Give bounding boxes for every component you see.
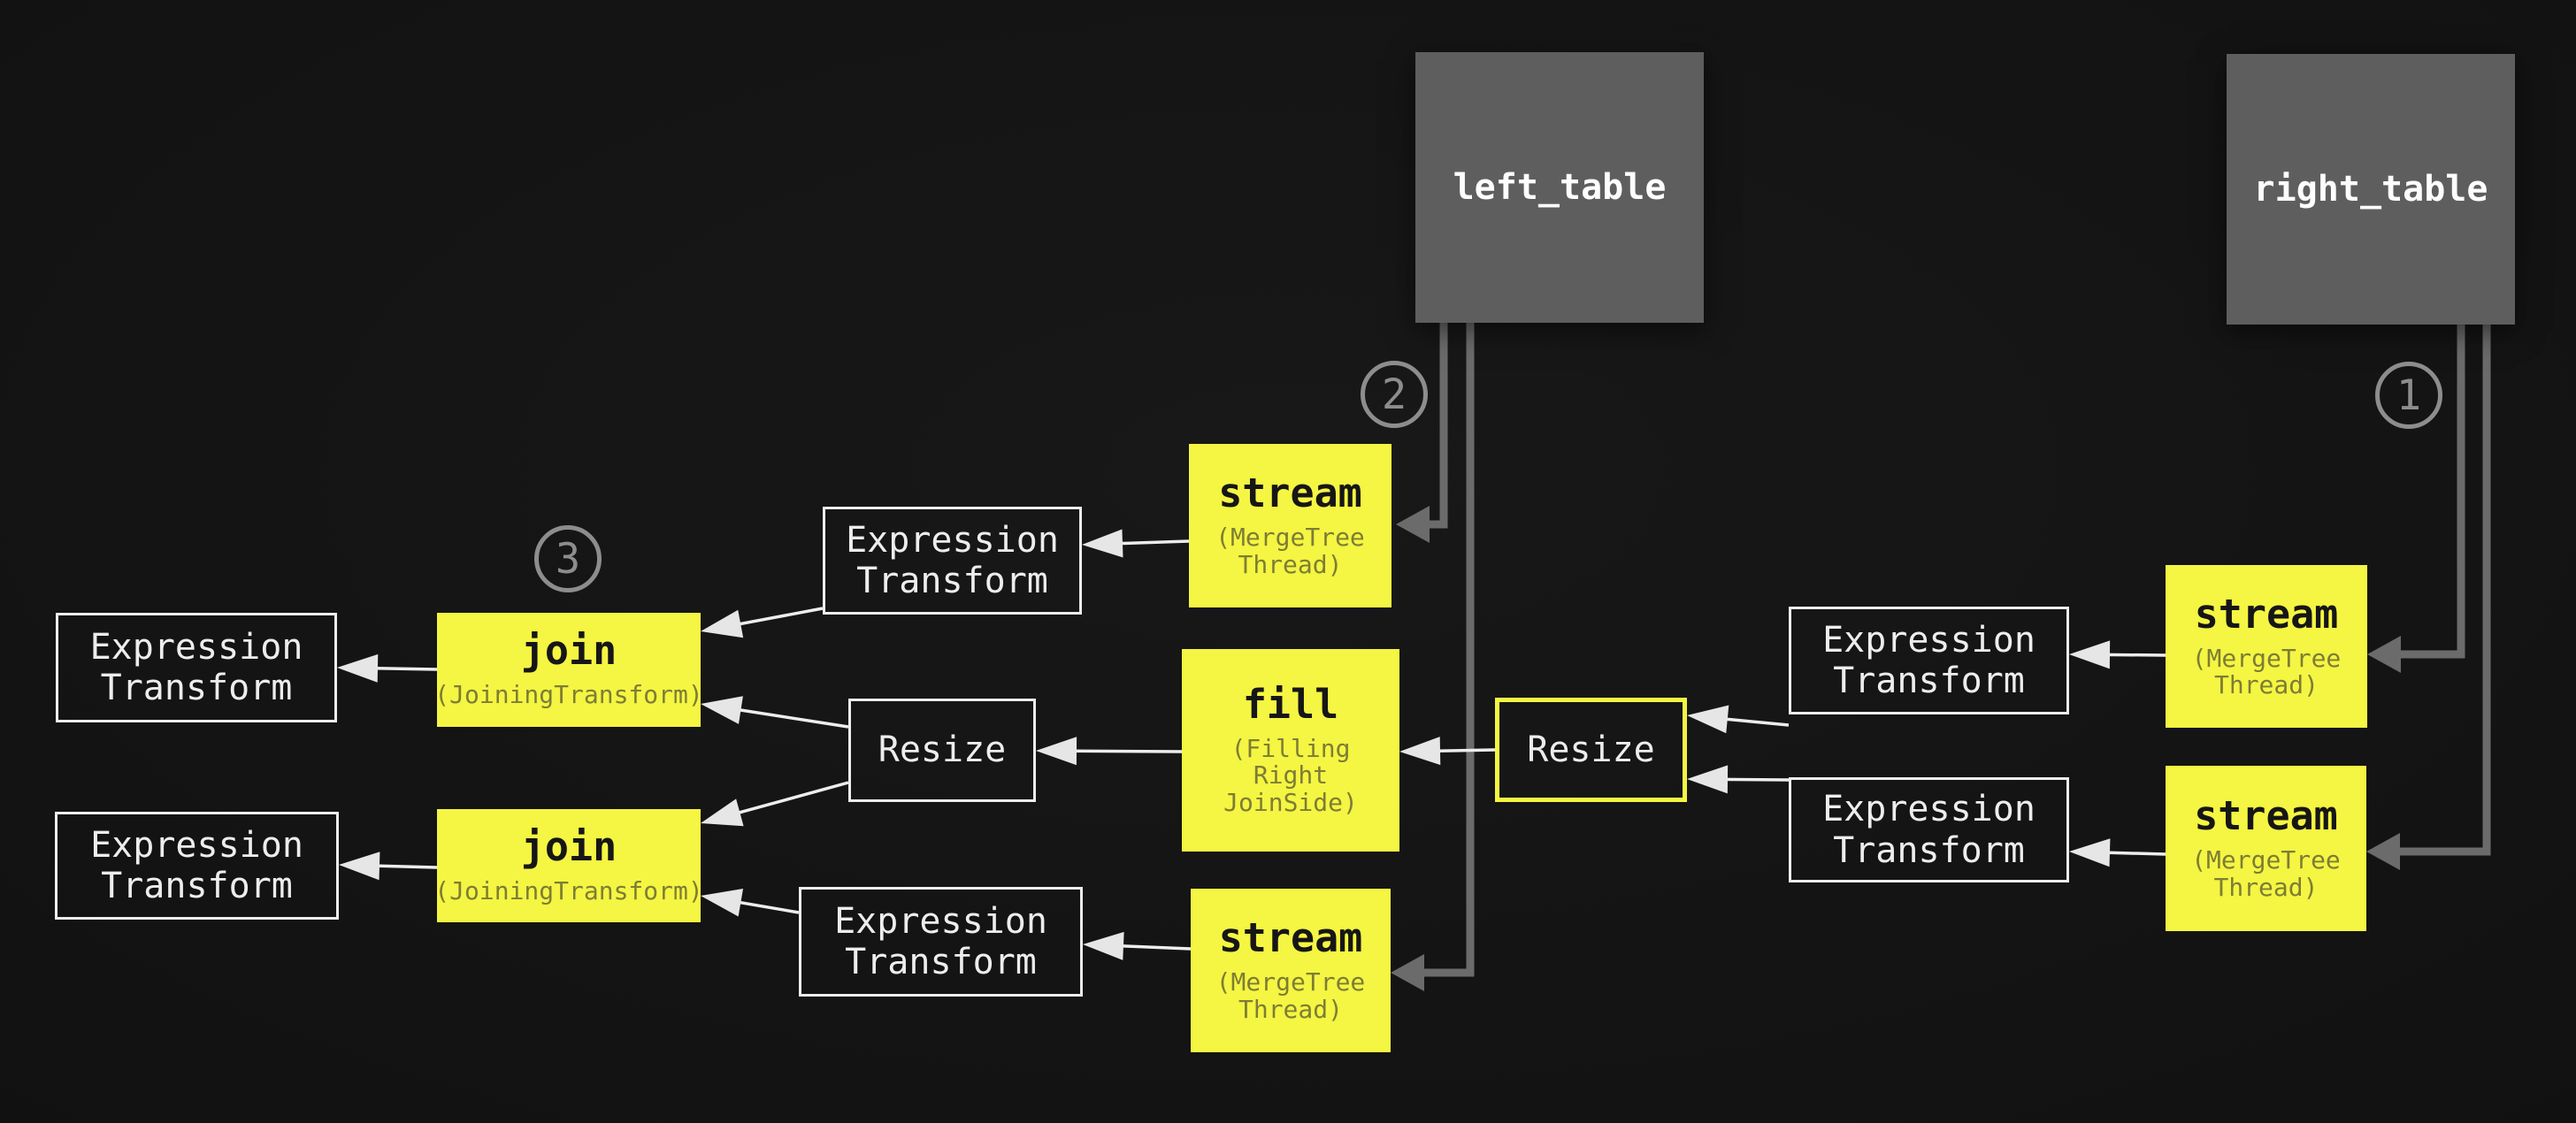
arrowhead-expr-left-bottom [339, 852, 380, 881]
arrowhead-expr-right-top [2069, 640, 2111, 669]
arrowhead-fill [1399, 737, 1441, 766]
arrowhead-join-bottom [701, 888, 744, 917]
arrowhead-resize-right [1687, 705, 1729, 734]
node-title: Expression Transform [1822, 789, 2036, 871]
node-stream-right-bottom: stream (MergeTree Thread) [2166, 766, 2366, 931]
flow-line-resize-right-to-fill [1431, 748, 1496, 753]
flow-line-fill-to-resize-mid [1068, 749, 1183, 753]
node-title: Expression Transform [846, 519, 1059, 601]
node-subtitle: (MergeTree Thread) [2191, 643, 2342, 699]
node-left-table: left_table [1415, 52, 1704, 323]
node-title: left_table [1453, 167, 1667, 208]
arrowhead-stream-right-bottom [2366, 833, 2400, 870]
node-subtitle: (Filling Right JoinSide) [1223, 734, 1358, 817]
node-title: Expression Transform [834, 900, 1047, 982]
arrowhead-expr-mid-bottom [1083, 931, 1124, 960]
flow-line-resize-mid-to-join-top [732, 707, 849, 729]
flow-line-stream-left-bottom-to-expr-mid-bottom [1115, 943, 1192, 951]
arrowhead-stream-left-bottom [1391, 954, 1424, 991]
badge-step-1: 1 [2375, 362, 2442, 429]
node-title: right_table [2253, 169, 2488, 210]
arrowhead-expr-left-top [337, 653, 379, 683]
node-subtitle: (MergeTree Thread) [1215, 967, 1366, 1024]
node-subtitle: (JoiningTransform) [434, 875, 703, 905]
node-right-table: right_table [2227, 54, 2515, 325]
node-expr-left-bottom: Expression Transform [55, 812, 339, 920]
arrowhead-resize-right [1687, 765, 1729, 794]
node-expr-right-top: Expression Transform [1789, 607, 2069, 714]
badge-step-2: 2 [1361, 361, 1428, 428]
arrowhead-expr-right-bottom [2069, 838, 2111, 867]
flow-line-stream-right-bottom-to-expr-right-bottom [2101, 851, 2166, 856]
flow-line-stream-right-top-to-expr-right-top [2101, 653, 2166, 657]
arrowhead-expr-mid-top [1082, 529, 1123, 558]
node-title: Expression Transform [1822, 619, 2036, 701]
node-title: stream [1218, 914, 1363, 962]
node-subtitle: (JoiningTransform) [434, 680, 703, 710]
node-expr-mid-bottom: Expression Transform [799, 887, 1083, 997]
node-title: Resize [1527, 730, 1655, 770]
flow-line-expr-right-top-to-resize-right [1719, 716, 1790, 727]
node-stream-left-top: stream (MergeTree Thread) [1189, 444, 1392, 607]
flow-line-right-table-to-stream-right-bottom [2398, 321, 2491, 856]
node-stream-left-bottom: stream (MergeTree Thread) [1191, 889, 1391, 1052]
arrowhead-stream-left-top [1396, 506, 1430, 543]
flow-line-left-table-to-stream-left-top [1428, 319, 1448, 529]
arrowhead-join-top [701, 609, 744, 638]
flow-line-join-bottom-to-expr-left-bottom [371, 864, 438, 869]
arrowhead-join-top [701, 696, 743, 724]
node-expr-right-bottom: Expression Transform [1789, 777, 2069, 882]
arrowhead-resize-mid [1036, 737, 1077, 766]
flow-line-stream-left-top-to-expr-mid-top [1114, 539, 1190, 546]
node-title: stream [2194, 792, 2338, 840]
badge-step-3: 3 [534, 525, 602, 592]
node-title: join [520, 822, 617, 870]
node-join-top: join (JoiningTransform) [434, 613, 703, 727]
node-join-bottom: join (JoiningTransform) [434, 809, 703, 922]
node-subtitle: (MergeTree Thread) [1215, 523, 1365, 579]
node-expr-left-top: Expression Transform [56, 613, 337, 722]
arrowhead-join-bottom [701, 798, 744, 827]
node-subtitle: (MergeTree Thread) [2191, 845, 2341, 902]
node-title: fill [1242, 681, 1339, 729]
node-title: join [520, 627, 617, 675]
flow-line-join-top-to-expr-left-top [369, 666, 438, 671]
flow-line-resize-mid-to-join-bottom [732, 781, 849, 816]
node-stream-right-top: stream (MergeTree Thread) [2166, 565, 2367, 728]
node-title: Expression Transform [89, 626, 303, 708]
node-title: Resize [878, 730, 1007, 771]
node-resize-mid: Resize [848, 699, 1036, 802]
node-title: stream [2194, 590, 2339, 638]
flow-line-right-table-to-stream-right-top [2399, 321, 2465, 659]
node-resize-right: Resize [1495, 698, 1687, 802]
node-title: stream [1218, 470, 1362, 517]
arrowhead-stream-right-top [2367, 636, 2401, 673]
node-fill: fill (Filling Right JoinSide) [1182, 649, 1399, 852]
flow-line-left-table-to-stream-left-bottom [1422, 319, 1475, 977]
flow-line-expr-mid-bottom-to-join-bottom [732, 899, 800, 914]
node-expr-mid-top: Expression Transform [823, 507, 1082, 615]
node-title: Expression Transform [90, 824, 303, 906]
flow-line-expr-right-bottom-to-resize-right [1719, 777, 1790, 782]
flow-line-expr-mid-top-to-join-top [732, 607, 824, 627]
